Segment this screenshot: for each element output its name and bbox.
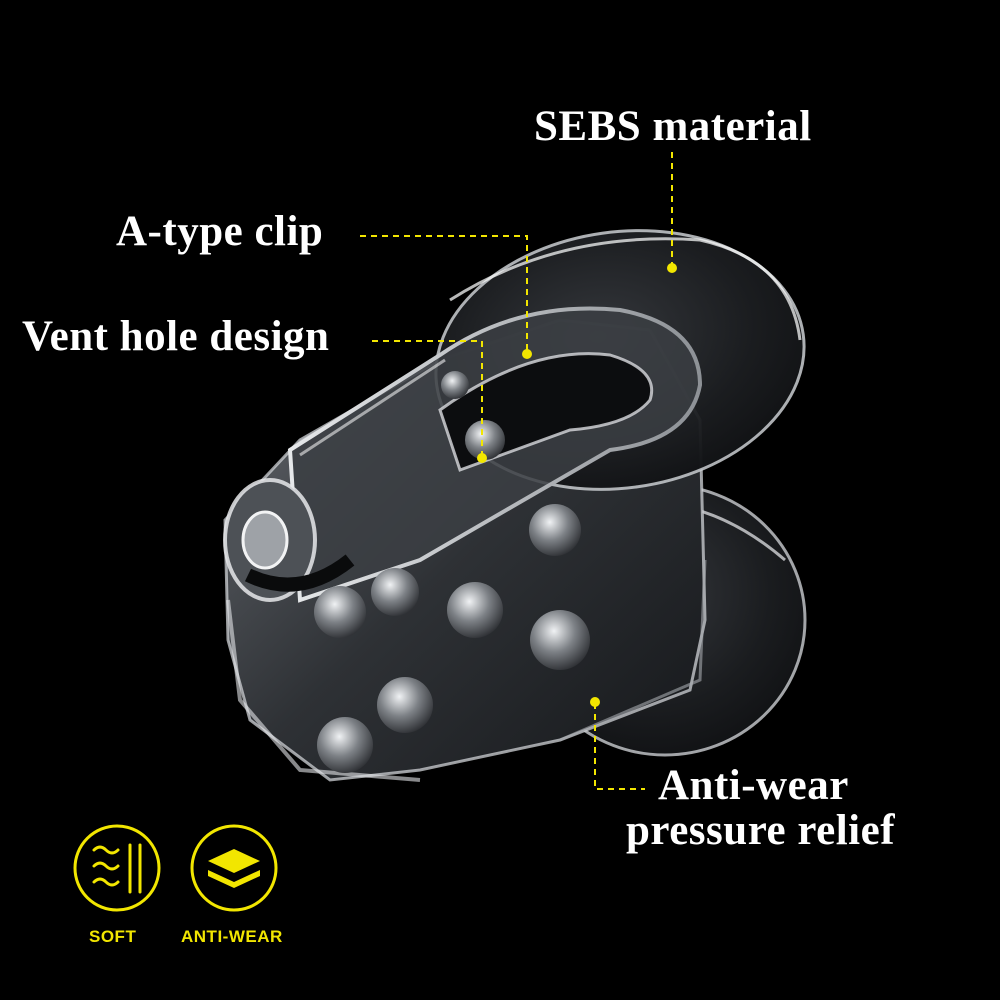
- clip-front-end: [223, 478, 355, 602]
- a-type-clip-label: A-type clip: [116, 208, 324, 255]
- anti-wear-badge-label: ANTI-WEAR: [181, 927, 283, 946]
- sebs-material-label: SEBS material: [534, 103, 812, 150]
- anti-wear-label-line2: pressure relief: [626, 807, 896, 855]
- wavy-lines-icon: [92, 843, 142, 894]
- callout-dots: [477, 263, 677, 707]
- anti-wear-label: Anti-wear pressure relief: [626, 763, 895, 853]
- soft-badge-label: SOFT: [89, 927, 137, 946]
- layers-icon: [208, 849, 260, 888]
- soft-badge: [73, 824, 161, 912]
- anti-wear-label-line1: Anti-wear: [658, 762, 849, 809]
- vent-hole-label: Vent hole design: [22, 313, 330, 360]
- vent-holes: [314, 371, 590, 773]
- anti-wear-badge: [190, 824, 278, 912]
- callout-leaders: [360, 152, 673, 790]
